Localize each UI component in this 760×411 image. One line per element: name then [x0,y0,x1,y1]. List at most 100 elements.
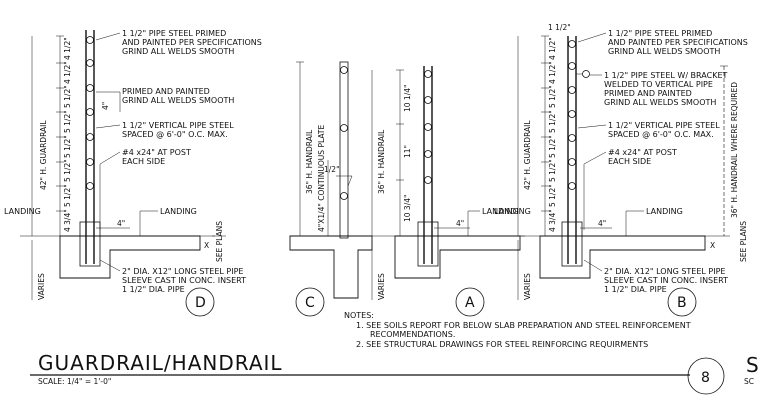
detail-c: 36" H. HANDRAIL 4"X1/4" CONTINUOUS PLATE… [289,61,373,317]
note-line: RECOMMENDATIONS. [370,330,455,339]
svg-text:EACH SIDE: EACH SIDE [608,157,651,166]
detail-b-handrail-required: 36" H. HANDRAIL WHERE REQUIRED [730,82,739,218]
svg-text:GRIND ALL WELDS SMOOTH: GRIND ALL WELDS SMOOTH [604,98,716,107]
detail-a-dim: 10 1/4" [403,85,412,112]
detail-a-dim: 11" [403,145,412,158]
detail-b-callout-vertical: 1 1/2" VERTICAL PIPE STEEL [608,121,720,130]
detail-d-callout-paint: PRIMED AND PAINTED [122,87,210,96]
svg-text:SLEEVE CAST IN CONC. INSERT: SLEEVE CAST IN CONC. INSERT [604,276,728,285]
detail-d-dim: 5 1/2" [63,159,72,182]
detail-d-sleeve [79,221,101,267]
detail-a-tag: A [465,295,475,311]
notes-heading: NOTES: [344,311,374,320]
svg-text:PRIMED AND PAINTED: PRIMED AND PAINTED [604,89,692,98]
drawing-title: GUARDRAIL/HANDRAIL [38,351,283,375]
detail-b-top-dim: 1 1/2" [548,23,571,32]
svg-text:AND PAINTED PER SPECIFICATIONS: AND PAINTED PER SPECIFICATIONS [122,38,262,47]
detail-d-dim: 4 1/2" [63,37,72,60]
detail-d-see-plans: SEE PLANS [215,221,224,262]
detail-c-post [339,61,349,239]
svg-text:EACH SIDE: EACH SIDE [122,157,165,166]
detail-a-sleeve [417,221,439,267]
detail-b-callout-bracket: 1 1/2" PIPE STEEL W/ BRACKET [604,71,728,80]
drawing-scale: SCALE: 1/4" = 1'-0" [38,377,111,386]
svg-text:SPACED @ 6'-0" O.C. MAX.: SPACED @ 6'-0" O.C. MAX. [122,130,228,139]
sheet-number-circle [687,357,725,395]
detail-b-see-plans: SEE PLANS [739,221,748,262]
title-block: GUARDRAIL/HANDRAIL SCALE: 1/4" = 1'-0" 8… [30,351,760,395]
detail-b-callout-sleeve: 2" DIA. X12" LONG STEEL PIPE [604,267,725,276]
detail-b-varies: VARIES [523,273,532,300]
detail-b-dim: 5 1/2" [548,135,557,158]
detail-c-slab [289,235,373,299]
detail-a-height-dim: 36" H. HANDRAIL [377,129,386,194]
detail-a-spacing: 4" [456,219,464,228]
detail-d-dim: 5 1/2" [63,184,72,207]
detail-d: 42" H. GUARDRAIL 4 1/2" 4 1/2" 5 1/2" 5 … [4,29,262,317]
svg-text:WELDED TO VERTICAL PIPE: WELDED TO VERTICAL PIPE [604,80,713,89]
detail-d-tag: D [195,295,206,311]
detail-d-callout-rebar: #4 x24" AT POST [122,148,191,157]
detail-b-callout-pipe: 1 1/2" PIPE STEEL PRIMED [608,29,712,38]
detail-a-dim: 10 3/4" [403,195,412,222]
detail-d-callout-vertical: 1 1/2" VERTICAL PIPE STEEL [122,121,234,130]
edge-scale: SC [744,377,754,386]
detail-b-bracket-pipe [582,70,590,78]
detail-c-height-dim: 36" H. HANDRAIL [305,129,314,194]
detail-d-dim: 5 1/2" [63,135,72,158]
detail-c-tag-circle [295,287,325,317]
detail-b-dim: 4 3/4" [548,209,557,232]
detail-b-dim: 5 1/2" [548,110,557,133]
detail-d-spacing: 4" [101,102,110,110]
detail-d-tag-circle [185,287,215,317]
detail-b-rails [568,40,576,190]
detail-d-height-dim: 42" H. GUARDRAIL [39,120,48,190]
svg-text:SLEEVE CAST IN CONC. INSERT: SLEEVE CAST IN CONC. INSERT [122,276,246,285]
detail-b-tag: B [677,295,687,311]
detail-c-tag: C [305,295,315,311]
detail-b-height-dim: 42" H. GUARDRAIL [523,120,532,190]
detail-b-landing-left: LANDING [494,207,531,216]
svg-text:SPACED @ 6'-0" O.C. MAX.: SPACED @ 6'-0" O.C. MAX. [608,130,714,139]
detail-d-callout-pipe: 1 1/2" PIPE STEEL PRIMED [122,29,226,38]
detail-c-plate: 4"X1/4" CONTINUOUS PLATE [317,125,326,232]
detail-b-landing-right: LANDING [646,207,683,216]
detail-d-x: X [204,241,209,250]
detail-d-dim: 4 1/2" [63,61,72,84]
detail-d-landing-right: LANDING [160,207,197,216]
sheet-number: 8 [701,370,710,386]
detail-d-slab-dim: 4" [117,219,125,228]
detail-d-dim: 4 3/4" [63,209,72,232]
detail-a-tag-circle [455,287,485,317]
note-line: 1. SEE SOILS REPORT FOR BELOW SLAB PREPA… [356,321,691,330]
detail-b-dim: 4 1/2" [548,61,557,84]
detail-d-dim: 5 1/2" [63,110,72,133]
detail-b-dim: 5 1/2" [548,159,557,182]
detail-c-offset: 1/2" [324,165,340,174]
svg-text:GRIND ALL WELDS SMOOTH: GRIND ALL WELDS SMOOTH [122,96,234,105]
svg-text:GRIND ALL WELDS SMOOTH: GRIND ALL WELDS SMOOTH [608,47,720,56]
detail-b-x: X [710,241,715,250]
detail-b: 1 1/2" 42" H. GUARDRAIL 4 1/2" 4 1/2" 5 … [494,23,748,317]
detail-a-landing: LANDING [482,207,519,216]
note-line: 2. SEE STRUCTURAL DRAWINGS FOR STEEL REI… [356,340,648,349]
edge-text: S [746,353,760,377]
detail-a: 36" H. HANDRAIL 10 1/4" 11" 10 3/4" VARI… [370,66,525,317]
svg-text:1 1/2" DIA. PIPE: 1 1/2" DIA. PIPE [604,285,667,294]
detail-d-rails [86,36,94,190]
notes-block: NOTES: 1. SEE SOILS REPORT FOR BELOW SLA… [344,311,691,349]
detail-d-dim: 5 1/2" [63,85,72,108]
svg-text:AND PAINTED PER SPECIFICATIONS: AND PAINTED PER SPECIFICATIONS [608,38,748,47]
svg-text:1 1/2" DIA. PIPE: 1 1/2" DIA. PIPE [122,285,185,294]
detail-b-callout-rebar: #4 x24" AT POST [608,148,677,157]
detail-b-sleeve [561,221,583,267]
detail-b-dim: 5 1/2" [548,184,557,207]
detail-b-tag-circle [667,287,697,317]
detail-a-varies: VARIES [377,273,386,300]
detail-b-dim: 5 1/2" [548,85,557,108]
detail-d-callout-sleeve: 2" DIA. X12" LONG STEEL PIPE [122,267,243,276]
detail-a-slab [394,235,521,279]
detail-d-landing-left: LANDING [4,207,41,216]
